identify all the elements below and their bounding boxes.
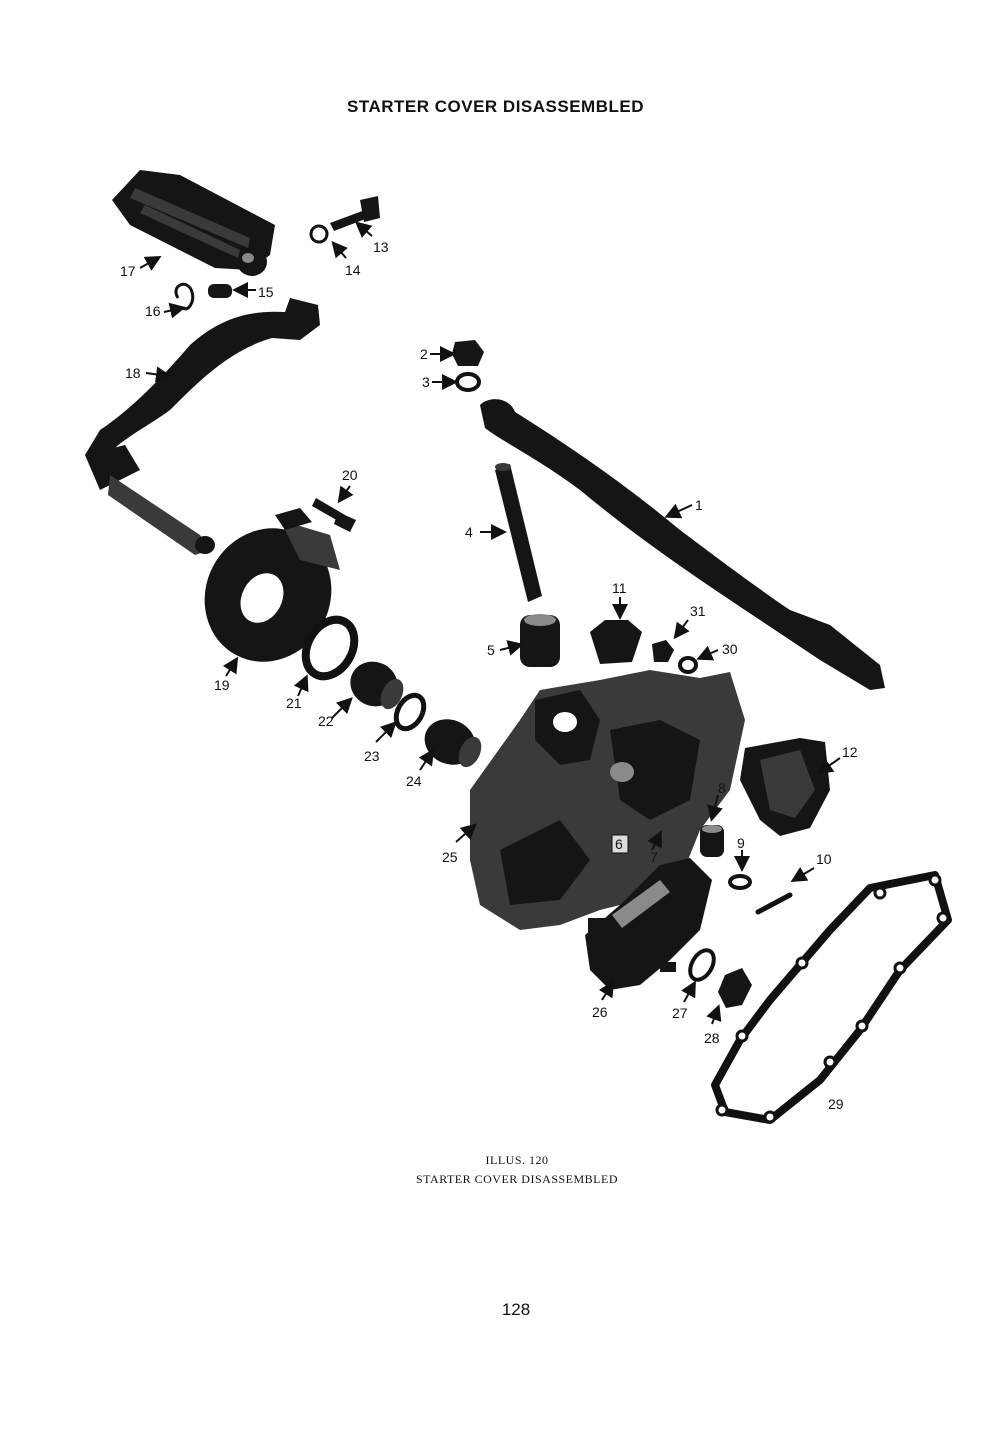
callout-3: 3 — [422, 374, 430, 390]
bolt-part-20 — [312, 498, 356, 532]
callout-19: 19 — [214, 677, 230, 693]
callout-18: 18 — [125, 365, 141, 381]
bolt-part-13 — [330, 196, 380, 231]
callout-13: 13 — [373, 239, 389, 255]
callout-4: 4 — [465, 524, 473, 540]
washer-part-30 — [678, 656, 698, 674]
nut-part-31 — [652, 640, 674, 662]
callout-26: 26 — [592, 1004, 608, 1020]
washer-part-14 — [309, 224, 329, 244]
callout-14: 14 — [345, 262, 361, 278]
shaft-part-4 — [495, 463, 542, 602]
pin-part-10 — [755, 892, 793, 915]
callout-28: 28 — [704, 1030, 720, 1046]
callout-12: 12 — [842, 744, 858, 760]
callout-16: 16 — [145, 303, 161, 319]
bushing-part-28 — [718, 968, 752, 1008]
callout-24: 24 — [406, 773, 422, 789]
bushing-part-8 — [700, 825, 724, 857]
gasket-part-29 — [711, 871, 952, 1124]
figure-caption-number: ILLUS. 120 — [485, 1153, 549, 1167]
washer-part-3 — [455, 372, 481, 392]
callout-10: 10 — [816, 851, 832, 867]
nut-part-2 — [452, 340, 484, 366]
lever-part-18 — [85, 298, 320, 555]
washer-part-21 — [301, 615, 359, 681]
callout-29: 29 — [828, 1096, 844, 1112]
callout-2: 2 — [420, 346, 428, 362]
gear-part-19 — [204, 508, 340, 662]
callout-labels: 17 13 14 15 16 18 2 3 1 4 20 11 31 30 5 … — [120, 239, 858, 1112]
callout-17: 17 — [120, 263, 136, 279]
callout-9: 9 — [737, 835, 745, 851]
bushing-part-5 — [520, 614, 560, 667]
callout-arrows — [139, 221, 841, 1025]
callout-8: 8 — [718, 780, 726, 796]
callout-22: 22 — [318, 713, 334, 729]
bushing-part-24 — [424, 719, 482, 768]
clip-part-16 — [174, 282, 195, 311]
figure-caption-title: STARTER COVER DISASSEMBLED — [415, 1172, 618, 1186]
tag-part-6 — [611, 834, 629, 854]
callout-23: 23 — [364, 748, 380, 764]
pedal-part-17 — [112, 170, 275, 276]
callout-27: 27 — [672, 1005, 688, 1021]
bushing-part-15 — [208, 284, 232, 298]
callout-11: 11 — [612, 580, 627, 596]
callout-21: 21 — [286, 695, 302, 711]
callout-30: 30 — [722, 641, 738, 657]
callout-15: 15 — [258, 284, 274, 300]
plug-part-11 — [590, 620, 642, 664]
callout-31: 31 — [690, 603, 706, 619]
callout-6: 6 — [615, 836, 623, 852]
gear-cluster-part-26 — [585, 858, 712, 990]
callout-20: 20 — [342, 467, 358, 483]
page-number: 128 — [501, 1300, 531, 1319]
callout-5: 5 — [487, 642, 495, 658]
boot-part-12 — [740, 738, 830, 836]
page-heading: STARTER COVER DISASSEMBLED — [347, 97, 644, 116]
rod-part-1 — [480, 399, 885, 690]
washer-part-23 — [393, 692, 427, 732]
bushing-part-22 — [350, 661, 404, 710]
washer-part-27 — [688, 948, 716, 982]
washer-part-9 — [728, 874, 752, 890]
callout-25: 25 — [442, 849, 458, 865]
callout-7: 7 — [650, 849, 658, 865]
callout-1: 1 — [695, 497, 703, 513]
